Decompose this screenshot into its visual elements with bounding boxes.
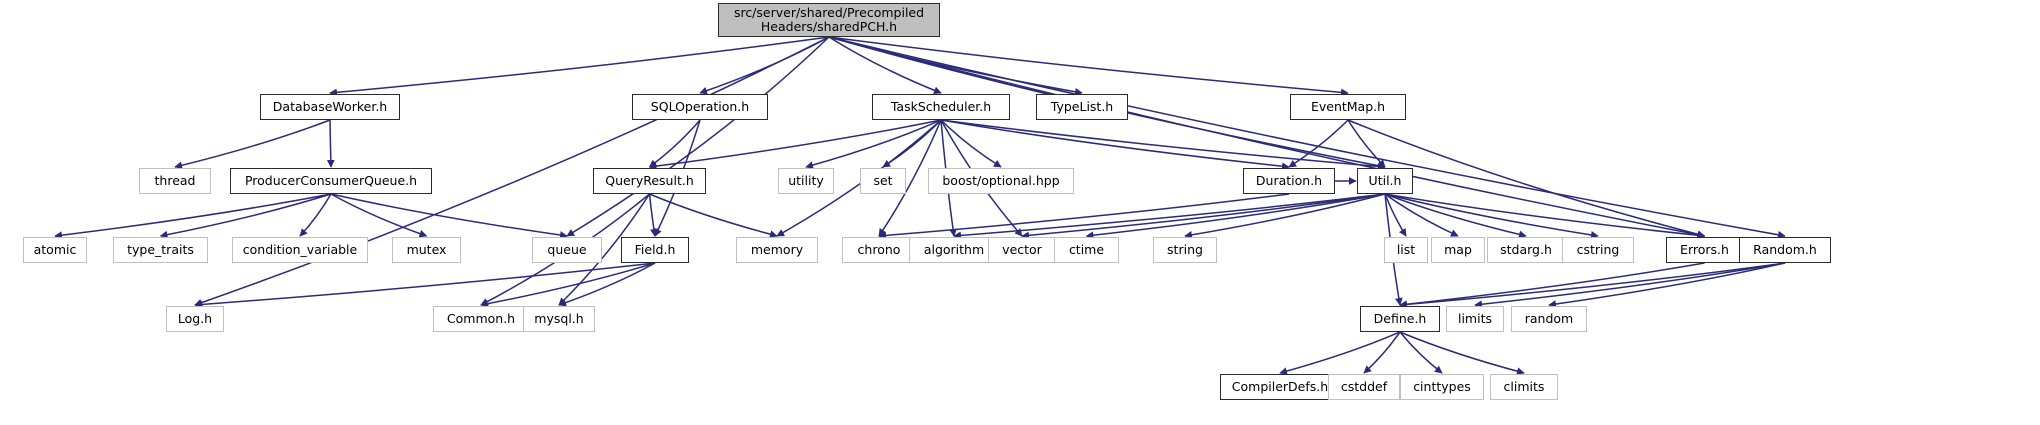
graph-node-utility[interactable]: utility [778, 168, 834, 194]
graph-edge [1384, 193, 1599, 239]
graph-edge [1363, 331, 1401, 374]
graph-node-errors[interactable]: Errors.h [1666, 237, 1743, 263]
graph-edge [326, 119, 335, 168]
graph-edge [1399, 331, 1525, 375]
graph-edge [878, 119, 942, 237]
graph-node-type_traits[interactable]: type_traits [113, 237, 208, 263]
graph-edge [174, 119, 331, 170]
graph-edge [878, 193, 1290, 240]
graph-node-common[interactable]: Common.h [433, 306, 529, 332]
graph-edge [1085, 193, 1386, 240]
graph-node-limits[interactable]: limits [1446, 306, 1504, 332]
graph-edge [329, 36, 830, 97]
graph-node-cstddef[interactable]: cstddef [1328, 374, 1400, 400]
graph-edge [828, 36, 1786, 239]
graph-edge [1548, 262, 1786, 308]
graph-node-sqloperation[interactable]: SQLOperation.h [632, 94, 768, 120]
graph-node-chrono[interactable]: chrono [842, 237, 916, 263]
graph-edge [648, 193, 658, 237]
graph-node-typelist[interactable]: TypeList.h [1036, 94, 1128, 120]
graph-edge [1384, 193, 1527, 239]
graph-edge [1184, 193, 1386, 239]
graph-edge [1021, 193, 1386, 240]
graph-edge [1384, 193, 1407, 237]
graph-edge [330, 193, 428, 238]
graph-node-taskscheduler[interactable]: TaskScheduler.h [872, 94, 1010, 120]
graph-node-queue[interactable]: queue [532, 237, 602, 263]
graph-node-atomic[interactable]: atomic [23, 237, 87, 263]
graph-node-random[interactable]: random [1511, 306, 1587, 332]
graph-node-log[interactable]: Log.h [166, 306, 224, 332]
graph-node-producerconsumerqueue[interactable]: ProducerConsumerQueue.h [230, 168, 432, 194]
graph-edge [648, 119, 942, 170]
graph-node-algorithm[interactable]: algorithm [909, 237, 999, 263]
graph-node-set[interactable]: set [860, 168, 906, 194]
graph-node-stdarg[interactable]: stdarg.h [1487, 237, 1565, 263]
graph-node-duration[interactable]: Duration.h [1243, 168, 1335, 194]
graph-node-util[interactable]: Util.h [1357, 168, 1413, 194]
graph-edge [828, 36, 1706, 239]
graph-node-condition_variable[interactable]: condition_variable [232, 237, 368, 263]
graph-node-list[interactable]: list [1384, 237, 1428, 263]
graph-edge [649, 193, 778, 238]
graph-edge [194, 36, 830, 307]
graph-node-cstring[interactable]: cstring [1562, 237, 1634, 263]
graph-node-map[interactable]: map [1431, 237, 1485, 263]
graph-edge [940, 119, 1386, 171]
graph-edge [828, 36, 942, 95]
graph-node-string[interactable]: string [1153, 237, 1217, 263]
graph-node-mysql[interactable]: mysql.h [523, 306, 595, 332]
graph-edge [1384, 193, 1459, 237]
graph-edge [1347, 119, 1706, 239]
graph-edge [330, 193, 568, 239]
graph-node-vector[interactable]: vector [988, 237, 1056, 263]
graph-node-define[interactable]: Define.h [1360, 306, 1440, 332]
graph-edge [1474, 262, 1786, 309]
graph-edge [1399, 262, 1786, 309]
graph-edge [1279, 331, 1401, 375]
graph-edge [1347, 119, 1386, 168]
graph-edge [1384, 193, 1706, 240]
graph-node-ctime[interactable]: ctime [1054, 237, 1119, 263]
graph-edge [558, 262, 656, 307]
graph-node-compilerdefs[interactable]: CompilerDefs.h [1220, 374, 1340, 400]
graph-node-memory[interactable]: memory [736, 237, 818, 263]
graph-edge [54, 193, 332, 240]
graph-edge [558, 193, 651, 306]
graph-edge [953, 193, 1386, 240]
graph-edge [1399, 331, 1443, 374]
graph-node-eventmap[interactable]: EventMap.h [1290, 94, 1406, 120]
graph-edge [194, 262, 656, 309]
graph-node-cinttypes[interactable]: cinttypes [1400, 374, 1484, 400]
graph-edge [940, 119, 1290, 171]
graph-edge [566, 36, 830, 237]
graph-edge [805, 119, 942, 169]
graph-node-queryresult[interactable]: QueryResult.h [593, 168, 706, 194]
graph-edge [828, 36, 1349, 97]
graph-edge [480, 262, 656, 308]
graph-node-random_h[interactable]: Random.h [1739, 237, 1831, 263]
graph-node-root[interactable]: src/server/shared/Precompiled Headers/sh… [718, 3, 940, 37]
graph-node-mutex[interactable]: mutex [392, 237, 461, 263]
graph-edge [299, 193, 332, 237]
graph-edge [940, 119, 1002, 168]
graph-node-thread[interactable]: thread [139, 168, 211, 194]
graph-edge [1399, 262, 1705, 309]
graph-node-boostoptional[interactable]: boost/optional.hpp [928, 168, 1074, 194]
graph-node-climits[interactable]: climits [1490, 374, 1558, 400]
graph-node-field[interactable]: Field.h [621, 237, 689, 263]
graph-edge [159, 193, 332, 239]
graph-edge [1288, 119, 1349, 168]
graph-node-databaseworker[interactable]: DatabaseWorker.h [260, 94, 400, 120]
